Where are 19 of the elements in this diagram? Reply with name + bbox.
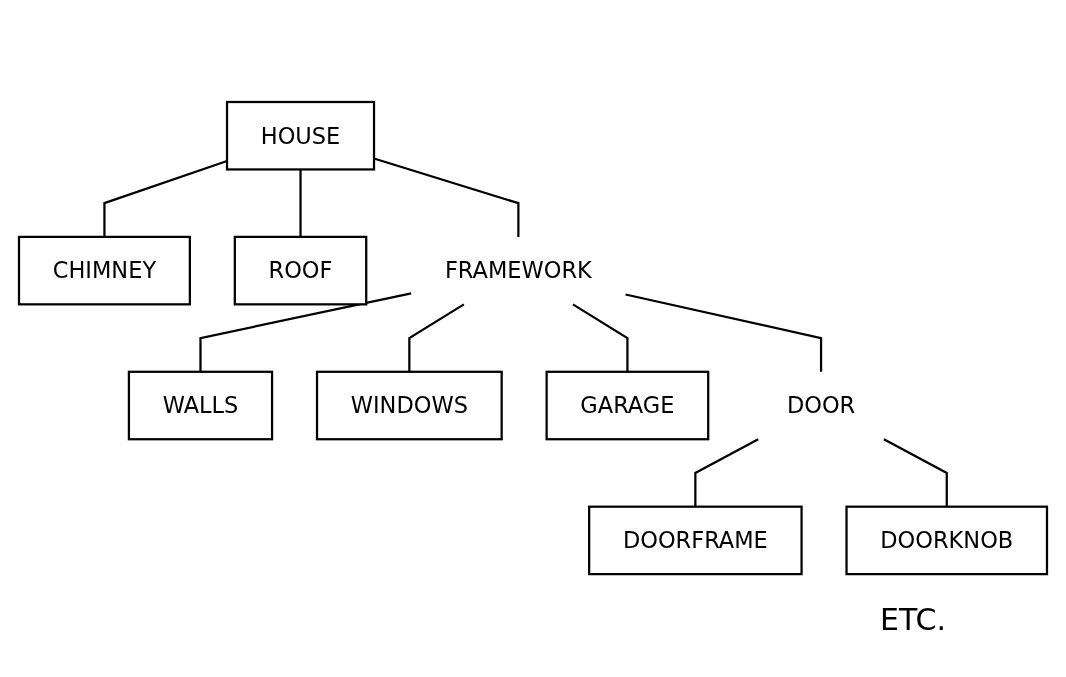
node-text: DOOR (786, 392, 856, 420)
connector (625, 293, 823, 373)
connector (694, 438, 759, 508)
connector (103, 160, 228, 238)
connector (572, 303, 629, 373)
node-text: FRAMEWORK (444, 257, 592, 285)
node-box: HOUSE (225, 101, 376, 171)
node-box: WINDOWS (315, 371, 503, 441)
connector (883, 438, 948, 508)
node-box: DOORFRAME (588, 506, 803, 576)
note-text: ETC. (880, 602, 946, 637)
connector (199, 292, 412, 373)
node-box: ROOF (233, 236, 368, 306)
node-box: DOORKNOB (845, 506, 1049, 576)
node-box: CHIMNEY (17, 236, 191, 306)
connector (408, 303, 465, 373)
node-box: GARAGE (545, 371, 710, 441)
node-box: WALLS (127, 371, 274, 441)
connector (299, 169, 302, 238)
